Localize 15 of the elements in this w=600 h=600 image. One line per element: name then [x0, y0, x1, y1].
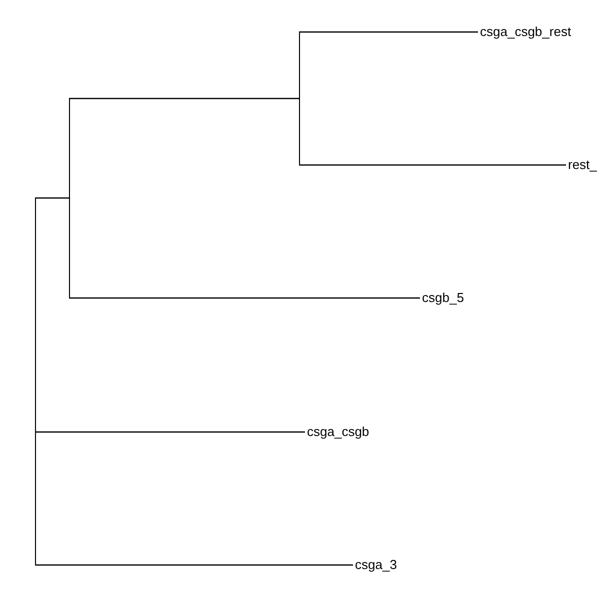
leaf-label: csga_3 [355, 557, 397, 573]
tree-branch-line [299, 32, 300, 165]
tree-branch-line [69, 98, 70, 298]
tree-branch [35, 564, 353, 566]
tree-branch-line [35, 198, 36, 565]
leaf-label: csgb_5 [422, 290, 464, 306]
leaf-label: csga_csgb [307, 424, 370, 440]
tree-branch [35, 197, 69, 199]
tree-branch [299, 31, 478, 33]
tree-branch [69, 98, 299, 100]
tree-branch [35, 431, 305, 433]
tree-branch [299, 164, 566, 166]
leaf-label: rest_ [568, 157, 597, 173]
tree-branch [69, 297, 420, 299]
leaf-label: csga_csgb_rest [480, 24, 572, 40]
